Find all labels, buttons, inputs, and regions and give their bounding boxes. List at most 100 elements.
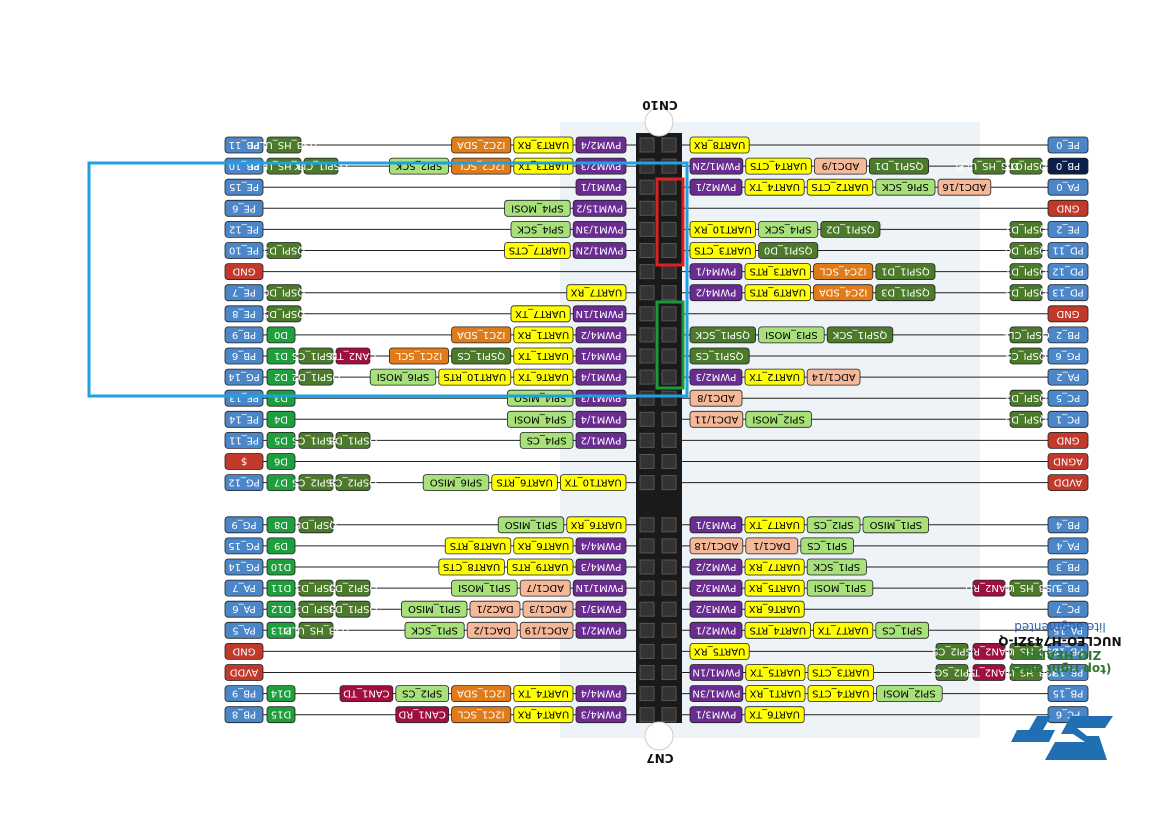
left-fn-8-1: UART7_TX [515,308,566,319]
pin-pad [661,559,677,575]
right-pin-26: PB_15 [1053,688,1084,699]
right-fn-25-0: PWM1/1N [692,667,740,678]
left-arduino-13-bg [266,410,296,428]
left-fn-1-3: SPI2_SCK [395,160,442,171]
left-fn-10-3: I2C1_SCL [395,350,442,361]
right-pin-8-bg [1047,305,1089,323]
pin-pad [639,432,655,448]
left-fn-26-2-bg [451,685,512,702]
left-fn-16-2: SPI6_MISO [430,477,483,488]
right-pin-5: PD_11 [1052,245,1083,256]
left-fn-19-0: PWM4/4 [581,540,622,551]
left-fn-10-1-bg [513,347,574,365]
left-fn-21-2: SPI1_MOSI [458,582,511,593]
pin-pad [661,348,677,364]
right-fn-22-0-bg [689,600,743,618]
right-fn-21-2: SPI1_MOSI [814,582,867,593]
right-fn-1-1-bg [745,157,812,175]
left-fn-23-2: DAC1/2 [474,624,511,635]
left-fn-22-3-bg [400,600,468,618]
right-pin-20: PB_3 [1056,561,1080,572]
left-fn-21-1: ADC1/7 [526,582,564,593]
right-fn-9-0-bg [689,326,756,344]
left-arduino-26: D14 [271,688,291,699]
right-pin-7-bg [1047,284,1089,302]
right-pin-22-bg [1047,600,1089,618]
right-pin-12-bg [1047,389,1089,407]
left-pin-11: PG_14 [228,371,260,382]
right-pin-19: PA_4 [1056,540,1080,551]
left-tag-22-0: QSPI_D3 [295,603,337,614]
right-fn-18-3-bg [862,516,929,534]
left-fn-19-1: UART6_RX [517,540,569,551]
right-fn-26-0-bg [689,685,744,702]
left-pin-7: PE_7 [232,287,256,298]
right-fn-22-0: PWM3/2 [696,603,737,614]
right-fn-2-3: SPI6_SCK [882,181,929,192]
left-fn-23-0-bg [575,621,627,639]
left-tag-0-0-bg [266,136,302,154]
left-pin-11-bg [224,368,264,386]
left-fn-18-1: SPI1_MISO [505,519,558,530]
right-fn-13-0-bg [689,410,744,428]
right-fn-20-1-bg [744,558,805,576]
left-pin-10: PB_6 [232,350,256,361]
left-pin-4: PE_12 [229,223,259,234]
right-fn-6-3-bg [875,263,936,281]
right-fn-22-1: UART6_RX [749,603,801,614]
left-arduino-11-bg [266,368,296,386]
right-fn-25-0-bg [689,664,744,681]
left-fn-22-2-bg [469,600,521,618]
right-pin-10: PG_6 [1055,350,1080,361]
left-fn-10-3-bg [388,347,449,365]
right-fn-1-2-bg [814,157,867,175]
left-pin-13-bg [224,410,264,428]
left-fn-22-2: DAC2/1 [476,603,513,614]
left-tag-8-0: QSPI_D5 [263,308,305,319]
pin-pad [639,179,655,195]
right-tag-4-0-bg [1009,220,1043,238]
pin-pad [639,369,655,385]
left-tag-21-0-bg [298,579,334,597]
right-pin-9-bg [1047,326,1089,344]
right-fn-5-0-bg [689,242,756,259]
left-tag-22-1: QSPI1_D3 [329,603,378,614]
left-fn-12-1-bg [506,389,574,407]
right-fn-19-0: ADC1/18 [694,540,738,551]
right-fn-19-2-bg [800,537,854,555]
left-fn-5-0-bg [572,242,627,259]
left-fn-9-0: PWM4/2 [581,329,622,340]
left-fn-1-2: I2C2_SCL [457,160,504,171]
left-arduino-9-bg [266,326,296,344]
left-fn-11-0: PWM1/4 [581,371,622,382]
left-pin-23-bg [224,621,264,639]
right-fn-21-1: UART5_RX [749,582,801,593]
connector-bottom-label: CN7 [646,751,674,765]
left-fn-10-0: PWM4/1 [581,350,622,361]
right-pin-21: PB_5 [1056,582,1080,593]
right-fn-2-0: PWM2/1 [696,181,737,192]
right-fn-11-0: PWM2/3 [696,371,737,382]
left-fn-18-0-bg [566,516,627,534]
pin-pad [639,707,655,723]
right-fn-7-2-bg [813,284,874,302]
left-fn-0-0: PWM2/4 [581,139,622,150]
pin-pad [661,643,677,659]
right-pin-20-bg [1047,558,1089,576]
left-fn-1-1: UART3_TX [518,160,569,171]
right-fn-6-1-bg [744,263,811,281]
pin-pad [639,559,655,575]
left-fn-7-0-bg [566,284,627,302]
left-fn-5-1-bg [504,242,571,259]
left-pin-22-bg [224,600,264,618]
right-fn-23-1: UART4_RTS [750,624,807,635]
pin-pad [661,306,677,322]
right-pin-1: PB_0 [1056,160,1080,171]
right-fn-18-3: SPI1_MISO [869,519,922,530]
right-pin-21-bg [1047,579,1089,597]
left-arduino-21-bg [266,579,296,597]
pin-pad [661,221,677,237]
left-pin-9: PB_9 [232,329,256,340]
left-fn-19-2: UART8_RTS [450,540,507,551]
